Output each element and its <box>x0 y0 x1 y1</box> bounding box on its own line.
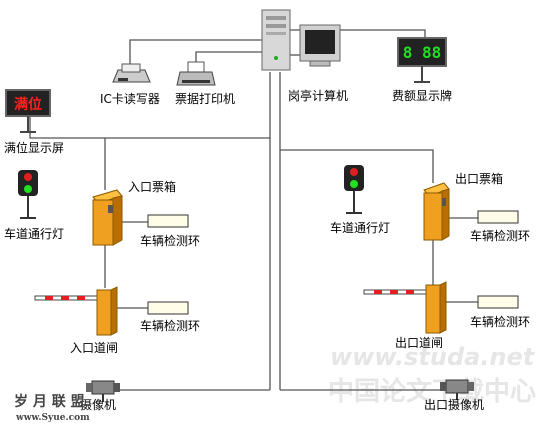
full-display-sign-icon: 满位 <box>5 89 51 133</box>
fee-display-label: 费额显示牌 <box>392 89 452 103</box>
entry-ticket-box-label: 入口票箱 <box>128 179 176 194</box>
entry-loop-2-label: 车辆检测环 <box>140 318 200 333</box>
entry-loop-1-label: 车辆检测环 <box>140 233 200 248</box>
logo-watermark-url: www.Syue.com <box>15 413 90 423</box>
connection-lines <box>29 29 478 391</box>
ticket-printer-label: 票据打印机 <box>175 92 235 106</box>
ic-card-reader-icon <box>112 63 151 83</box>
exit-ticket-box-label: 出口票箱 <box>455 171 503 186</box>
full-sign-text: 满位 <box>14 96 42 113</box>
exit-detection-loop-2 <box>477 295 519 309</box>
site-cn-watermark: 中国论文下载中心 <box>328 376 536 407</box>
logo-watermark-cn: 岁 月 联 盟 <box>14 393 85 410</box>
line-full-display <box>29 72 271 139</box>
exit-loop-2-label: 车辆检测环 <box>470 314 530 329</box>
entry-detection-loop-1 <box>147 214 189 228</box>
exit-camera-label: 出口摄像机 <box>424 397 484 412</box>
exit-traffic-light-icon <box>344 165 364 214</box>
entry-camera-icon <box>86 380 120 402</box>
ic-reader-label: IC卡读写器 <box>100 92 160 106</box>
line-exit-box <box>279 72 434 183</box>
entry-traffic-light-icon <box>18 170 38 219</box>
exit-ticket-box-icon <box>423 182 450 241</box>
line-ic-reader <box>129 39 262 70</box>
monitor-icon <box>299 24 341 67</box>
exit-gate-label: 出口道闸 <box>395 336 443 350</box>
booth-computer-label: 岗亭计算机 <box>288 88 348 103</box>
exit-camera-icon <box>440 379 474 400</box>
entry-gate-label: 入口道闸 <box>70 341 118 355</box>
computer-tower-icon <box>261 9 291 71</box>
fee-display-icon: 8 88 <box>397 37 447 83</box>
entry-ticket-box-icon <box>92 189 123 246</box>
exit-lane-light-label: 车道通行灯 <box>330 220 390 235</box>
line-printer <box>195 51 262 62</box>
entry-lane-light-label: 车道通行灯 <box>4 226 64 241</box>
exit-detection-loop-1 <box>477 210 519 224</box>
full-display-label: 满位显示屏 <box>4 140 64 155</box>
site-watermark: www.studa.net <box>330 343 536 371</box>
entry-detection-loop-2 <box>147 301 189 315</box>
fee-display-digits: 8 88 <box>403 43 442 62</box>
entry-barrier-gate-icon <box>34 286 118 336</box>
ticket-printer-icon <box>176 61 216 86</box>
exit-loop-1-label: 车辆检测环 <box>470 228 530 243</box>
exit-barrier-gate-icon <box>363 281 447 334</box>
entry-camera-label: 摄像机 <box>80 397 116 412</box>
